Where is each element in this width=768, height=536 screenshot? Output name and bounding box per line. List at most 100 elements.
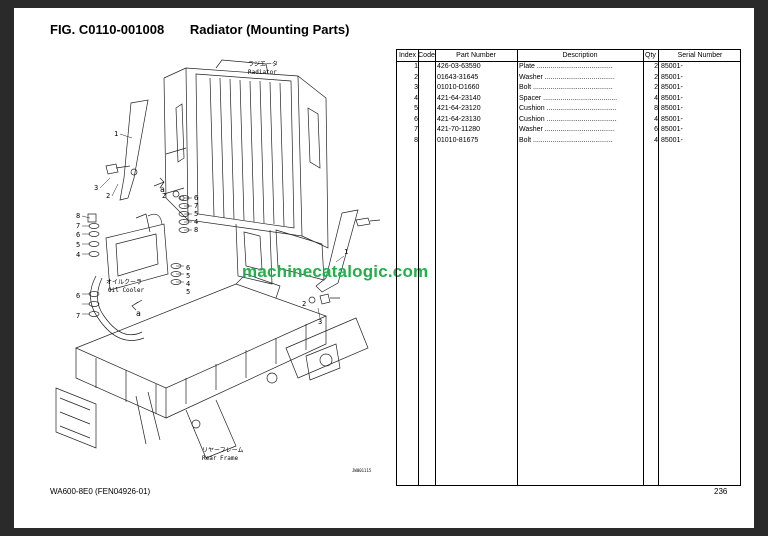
callout-6-left: 6: [76, 231, 80, 239]
callout-1-top: 1: [114, 130, 118, 138]
table-column-divider: [418, 50, 419, 485]
row-index: 5: [414, 105, 418, 112]
radiator-label-en: Radiator: [248, 69, 277, 76]
callout-3-top: 3: [94, 184, 98, 192]
table-row: 4 421-64-23140 Spacer ..................…: [397, 94, 740, 105]
oil-cooler-label-en: Oil Cooler: [108, 287, 145, 294]
row-serial: 85001-: [661, 115, 683, 123]
row-qty: 8: [654, 105, 658, 112]
row-description: Cushion ................................…: [519, 115, 617, 123]
header-part-number: Part Number: [456, 52, 496, 59]
row-part-number: 01010-81675: [437, 136, 479, 144]
row-description: Cushion ................................…: [519, 105, 617, 112]
callout-7-bottom: 7: [76, 312, 80, 320]
row-index: 6: [414, 115, 418, 123]
header-description: Description: [562, 52, 598, 59]
oil-cooler-label-jp: オイルクーラ: [106, 279, 142, 286]
row-description: Plate ..................................…: [519, 63, 613, 70]
header-qty: Qty: [645, 52, 656, 59]
watermark: machinecatalogic.com: [242, 262, 429, 281]
figure-heading: FIG. C0110-001008 Radiator (Mounting Par…: [50, 22, 349, 37]
row-index: 4: [414, 94, 418, 102]
footer-model: WA600-8E0 (FEN04926-01): [50, 487, 151, 496]
table-column-divider: [517, 50, 518, 485]
oil-cooler-drawing: [90, 213, 169, 341]
callout-2-mid: 2: [162, 192, 166, 200]
table-header: Index Code Part Number Description Qty S…: [397, 50, 740, 62]
row-part-number: 01010-D1660: [437, 84, 480, 91]
row-part-number: 421-70-11280: [437, 126, 481, 133]
rear-frame-label-jp: リヤーフレーム: [202, 447, 243, 454]
row-serial: 85001-: [661, 105, 683, 112]
callout-2-right: 2: [302, 300, 306, 308]
row-part-number: 426-03-63590: [437, 63, 481, 70]
callout-4-lower: 4: [186, 280, 190, 288]
table-row: 8 01010-81675 Bolt .....................…: [397, 136, 740, 147]
reference-a-top: a: [160, 185, 165, 194]
table-row: 1 426-03-63590 Plate ...................…: [397, 62, 740, 73]
row-index: 7: [414, 126, 418, 133]
row-serial: 85001-: [661, 136, 683, 144]
callout-5-lower: 5: [186, 272, 190, 280]
row-description: Washer .................................…: [519, 73, 615, 81]
callout-5-lower-2: 5: [186, 288, 190, 296]
row-qty: 2: [654, 73, 658, 81]
row-qty: 6: [654, 126, 658, 133]
table-column-divider: [435, 50, 436, 485]
row-serial: 85001-: [661, 126, 683, 133]
callout-8-left: 8: [76, 212, 80, 220]
callout-4-right: 4: [194, 218, 198, 226]
figure-number: FIG. C0110-001008: [50, 22, 165, 37]
reference-a-bottom: a: [136, 309, 141, 318]
row-part-number: 421-64-23140: [437, 94, 481, 102]
header-code: Code: [418, 52, 435, 59]
header-index: Index: [398, 52, 417, 59]
row-qty: 2: [654, 84, 658, 91]
table-column-divider: [643, 50, 644, 485]
row-part-number: 421-64-23130: [437, 115, 481, 123]
callout-7-right: 7: [194, 202, 198, 210]
footer-page-number: 236: [714, 487, 728, 496]
figure-title: Radiator (Mounting Parts): [189, 22, 350, 37]
row-serial: 85001-: [661, 73, 683, 81]
row-part-number: 421-64-23120: [437, 105, 481, 112]
plate-drawing: [119, 99, 359, 293]
row-description: Spacer .................................…: [519, 94, 618, 102]
reference-arrows: [131, 177, 165, 311]
callout-2-top: 2: [106, 192, 110, 200]
callout-5-left: 5: [76, 241, 80, 249]
row-description: Washer .................................…: [519, 126, 615, 133]
header-serial-number: Serial Number: [677, 52, 723, 59]
callout-4-left: 4: [76, 251, 80, 259]
row-serial: 85001-: [661, 84, 683, 91]
callout-leaders: [81, 133, 345, 319]
table-row: 6 421-64-23130 Cushion .................…: [397, 115, 740, 126]
row-qty: 4: [654, 94, 658, 102]
callout-7-left: 7: [76, 222, 80, 230]
row-index: 3: [414, 84, 418, 91]
rear-frame-label-en: Rear Frame: [202, 455, 239, 462]
row-index: 8: [414, 136, 418, 144]
callout-6-lower: 6: [186, 264, 190, 272]
rear-frame-drawing: [55, 273, 369, 459]
row-index: 2: [414, 73, 418, 81]
table-row: 7 421-70-11280 Washer ..................…: [397, 125, 740, 136]
row-description: Bolt ...................................…: [519, 84, 613, 91]
drawing-code: JW001115: [352, 468, 372, 473]
diagram-labels: ラジエータ Radiator オイルクーラ Oil Cooler リヤーフレーム…: [106, 60, 372, 473]
radiator-drawing: [163, 59, 329, 285]
table-column-divider: [658, 50, 659, 485]
catalog-page: FIG. C0110-001008 Radiator (Mounting Par…: [14, 8, 754, 528]
row-description: Bolt ...................................…: [519, 136, 613, 144]
row-qty: 4: [654, 136, 658, 144]
row-serial: 85001-: [661, 94, 683, 102]
row-serial: 85001-: [661, 63, 683, 70]
table-row: 3 01010-D1660 Bolt .....................…: [397, 83, 740, 94]
row-part-number: 01643-31645: [437, 73, 479, 81]
callout-5-right: 5: [194, 210, 198, 218]
callout-1-right: 1: [344, 248, 348, 256]
table-row: 2 01643-31645 Washer ...................…: [397, 73, 740, 84]
row-index: 1: [414, 63, 418, 70]
callout-numbers: 1 3 2 2 6 7 5 4 8 6 5 4 5 8 7 6 5 4 6 7 …: [76, 130, 348, 326]
callout-8-right: 8: [194, 226, 198, 234]
